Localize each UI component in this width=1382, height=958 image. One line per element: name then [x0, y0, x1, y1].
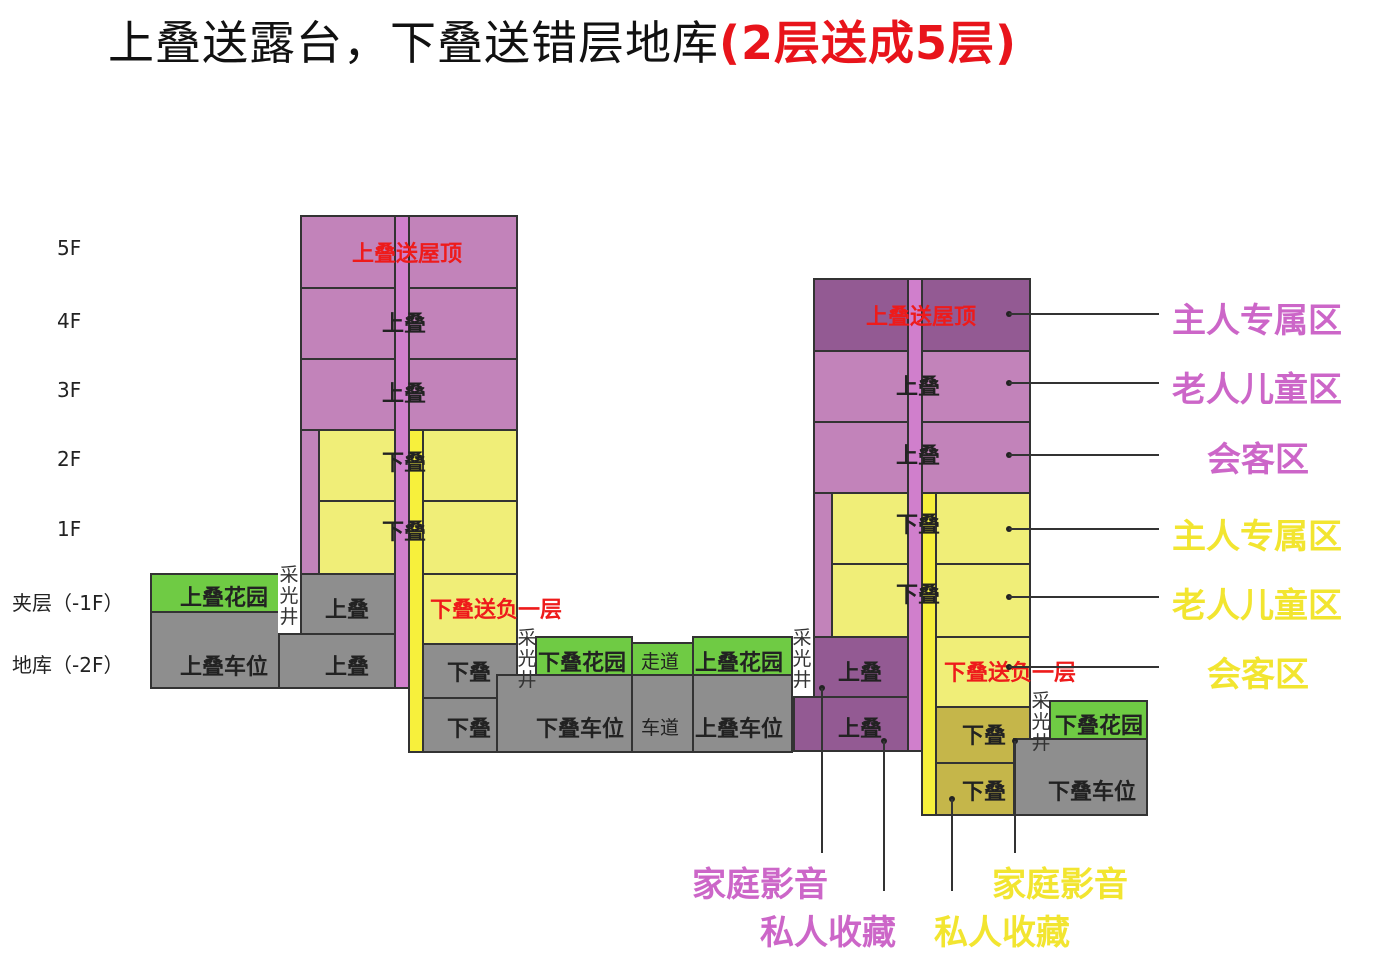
- right-lower-shaft: [921, 492, 937, 816]
- right-upper-basement-block: [793, 696, 909, 752]
- legend-upper-av: 家庭影音: [692, 865, 828, 905]
- right-roof-label: 上叠送屋顶: [866, 305, 977, 330]
- upper-parking-mid-label: 上叠车位: [695, 717, 784, 742]
- legend-lower-family: 老人儿童区: [1172, 586, 1342, 626]
- left-lower-2f-label: 下叠: [382, 451, 427, 476]
- left-upper-parking: [150, 611, 280, 689]
- right-lower-2f-label: 下叠: [896, 513, 941, 538]
- leader-line: [883, 741, 885, 891]
- right-skylight-1: [793, 628, 813, 698]
- left-lower-basement-block: [422, 697, 498, 753]
- right-lower-garden-label: 下叠花园: [1055, 714, 1144, 739]
- floor-label-2f: 2F: [57, 447, 82, 471]
- floor-label-4f: 4F: [57, 309, 82, 333]
- leader-line: [1014, 741, 1016, 853]
- lower-parking-mid: [496, 674, 633, 753]
- left-upper-basement-label: 上叠: [325, 655, 370, 680]
- legend-lower-av: 家庭影音: [992, 865, 1128, 905]
- page-title: 上叠送露台，下叠送错层地库(2层送成5层): [108, 12, 1017, 74]
- right-upper-4f-label: 上叠: [896, 375, 941, 400]
- left-lower-gift-label: 下叠送负一层: [430, 598, 563, 623]
- floor-label-1f: 1F: [57, 517, 82, 541]
- right-lower-1f-label: 下叠: [896, 583, 941, 608]
- leader-line: [1009, 596, 1159, 598]
- left-upper-garden-label: 上叠花园: [180, 586, 269, 611]
- right-lower-basement-block: [935, 762, 1015, 816]
- left-lower-shaft: [408, 429, 424, 753]
- lower-garden-mid-label: 下叠花园: [538, 651, 627, 676]
- left-lower-basement-label: 下叠: [447, 717, 492, 742]
- floor-label-5f: 5F: [57, 236, 82, 260]
- right-lower-basement-label: 下叠: [962, 780, 1007, 805]
- floor-label-mezzanine: 夹层（-1F）: [12, 591, 124, 615]
- right-upper-stair-strip: [813, 492, 833, 638]
- right-lower-parking-label: 下叠车位: [1048, 780, 1137, 805]
- left-upper-mezz-block: [300, 573, 396, 635]
- driveway-label: 车道: [641, 717, 680, 739]
- left-roof-label: 上叠送屋顶: [352, 242, 463, 267]
- upper-parking-mid: [692, 674, 793, 753]
- right-upper-mezz-block: [813, 636, 909, 698]
- right-lower-mezz-label: 下叠: [962, 724, 1007, 749]
- leader-line: [1009, 528, 1159, 530]
- floor-label-basement: 地库（-2F）: [12, 653, 124, 677]
- upper-garden-mid-label: 上叠花园: [695, 651, 784, 676]
- legend-upper-collection: 私人收藏: [760, 913, 896, 953]
- left-upper-mezz-label: 上叠: [325, 598, 370, 623]
- leader-line: [821, 688, 823, 853]
- left-upper-4f-label: 上叠: [382, 312, 427, 337]
- driveway-block: [631, 674, 694, 753]
- legend-lower-reception: 会客区: [1207, 655, 1309, 695]
- left-skylight-1: [278, 563, 300, 635]
- leader-line: [1009, 454, 1159, 456]
- right-upper-3f-label: 上叠: [896, 444, 941, 469]
- upper-garden-mid: [692, 636, 793, 676]
- leader-line: [1009, 313, 1159, 315]
- floor-label-3f: 3F: [57, 378, 82, 402]
- legend-upper-reception: 会客区: [1207, 440, 1309, 480]
- legend-upper-master: 主人专属区: [1172, 301, 1342, 341]
- left-lower-mezz-label: 下叠: [447, 661, 492, 686]
- left-upper-basement-block: [278, 633, 396, 689]
- right-skylight-2-label: 采光井: [1031, 690, 1051, 754]
- leader-line: [1009, 666, 1159, 668]
- walkway-label: 走道: [641, 651, 680, 673]
- title-main: 上叠送露台，下叠送错层地库: [108, 16, 719, 70]
- leader-line: [951, 799, 953, 891]
- title-highlight: (2层送成5层): [719, 16, 1018, 70]
- legend-upper-family: 老人儿童区: [1172, 370, 1342, 410]
- right-upper-basement-label: 上叠: [838, 717, 883, 742]
- legend-lower-collection: 私人收藏: [934, 913, 1070, 953]
- lower-parking-mid-label: 下叠车位: [536, 717, 625, 742]
- leader-line: [1009, 382, 1159, 384]
- right-upper-mezz-label: 上叠: [838, 661, 883, 686]
- left-upper-stair-strip: [300, 429, 320, 575]
- legend-lower-master: 主人专属区: [1172, 517, 1342, 557]
- left-skylight-1-label: 采光井: [279, 564, 299, 628]
- left-skylight-2-label: 采光井: [517, 627, 537, 691]
- left-lower-1f-label: 下叠: [382, 520, 427, 545]
- left-upper-3f-label: 上叠: [382, 382, 427, 407]
- right-lower-gift-label: 下叠送负一层: [944, 661, 1077, 686]
- right-skylight-1-label: 采光井: [792, 627, 812, 691]
- left-upper-parking-label: 上叠车位: [180, 655, 269, 680]
- right-lower-parking: [1013, 738, 1148, 816]
